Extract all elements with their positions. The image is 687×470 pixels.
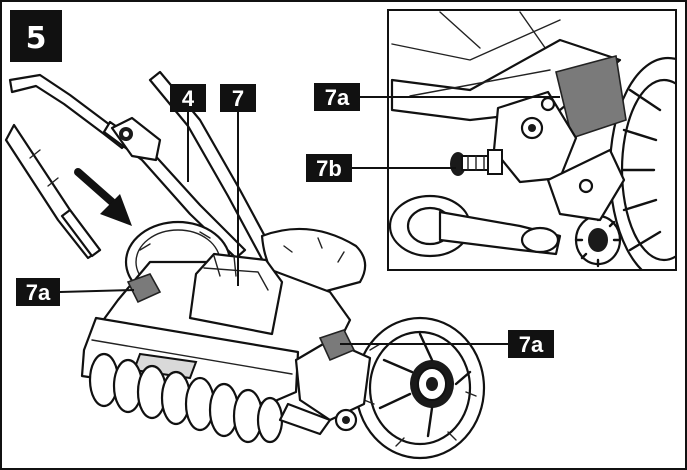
pin-right-grey: [318, 329, 356, 362]
step-number: 5: [26, 21, 47, 56]
label-7: 7: [220, 84, 256, 112]
label-7b: 7b: [306, 154, 352, 182]
scarifier-housing: [80, 252, 352, 406]
label-7a-inset-text: 7a: [325, 85, 350, 110]
pin-left-grey: [126, 273, 162, 304]
inset-pin-7b: [450, 149, 503, 176]
step-number-badge: 5: [10, 10, 62, 62]
label-7a-right: 7a: [508, 330, 554, 358]
handle-clamp: [110, 116, 162, 162]
detail-inset: [387, 9, 677, 271]
leader-7a-left: [59, 289, 135, 293]
label-4-text: 4: [182, 86, 195, 111]
label-7a-right-text: 7a: [519, 332, 544, 357]
label-4: 4: [170, 84, 206, 112]
label-7b-text: 7b: [316, 156, 342, 181]
label-7a-inset: 7a: [314, 83, 360, 111]
main-illustration: [4, 70, 486, 460]
side-mechanism: [278, 338, 372, 436]
front-roller: [88, 352, 284, 444]
arrow-left-icon: [74, 168, 132, 226]
label-7a-left: 7a: [16, 278, 60, 306]
label-7a-left-text: 7a: [26, 280, 51, 305]
handle-tube-left: [4, 123, 102, 260]
label-7-text: 7: [232, 86, 244, 111]
wheel-right-front: [354, 316, 486, 460]
